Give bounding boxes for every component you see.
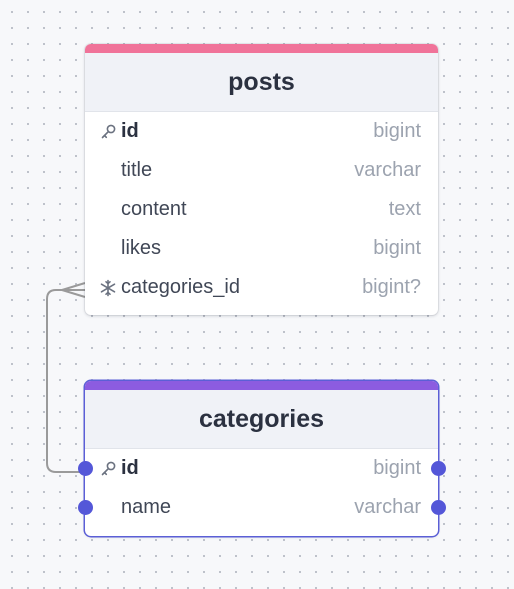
- table-color-bar: [85, 381, 438, 390]
- table-categories[interactable]: categories id bigint name varchar: [78, 381, 446, 536]
- key-icon: [99, 123, 117, 141]
- connector-line: [46, 289, 85, 473]
- key-icon: [99, 460, 117, 478]
- field-name: title: [121, 159, 153, 181]
- table-title[interactable]: categories: [85, 390, 438, 449]
- connection-handle-right[interactable]: [431, 500, 446, 515]
- table-name: categories: [198, 404, 325, 433]
- field-type: text: [388, 198, 421, 220]
- field-type: bigint: [373, 120, 421, 142]
- field-name: likes: [121, 237, 162, 259]
- connection-handle-left[interactable]: [78, 461, 93, 476]
- table-title[interactable]: posts: [85, 53, 438, 112]
- crows-foot-many-marker: [61, 282, 86, 298]
- field-row-content[interactable]: content text: [85, 190, 438, 229]
- field-name: id: [121, 120, 139, 142]
- table-posts[interactable]: posts id bigint title varchar content te…: [85, 44, 438, 315]
- field-type: bigint: [373, 237, 421, 259]
- table-name: posts: [228, 67, 295, 96]
- connection-handle-left[interactable]: [78, 500, 93, 515]
- field-row-title[interactable]: title varchar: [85, 151, 438, 190]
- field-type: bigint: [373, 457, 421, 479]
- field-row-name[interactable]: name varchar: [78, 488, 446, 527]
- field-row-likes[interactable]: likes bigint: [85, 229, 438, 268]
- connection-handle-right[interactable]: [431, 461, 446, 476]
- field-name: id: [121, 457, 139, 479]
- field-type: varchar: [354, 159, 421, 181]
- field-name: name: [121, 496, 172, 518]
- field-type: varchar: [354, 496, 421, 518]
- field-row-id[interactable]: id bigint: [78, 449, 446, 488]
- field-row-categories-id[interactable]: categories_id bigint?: [85, 268, 438, 307]
- field-name: categories_id: [121, 276, 240, 298]
- snowflake-icon: [99, 279, 117, 297]
- field-name: content: [121, 198, 187, 220]
- field-type: bigint?: [362, 276, 421, 298]
- field-row-id[interactable]: id bigint: [85, 112, 438, 151]
- table-color-bar: [85, 44, 438, 53]
